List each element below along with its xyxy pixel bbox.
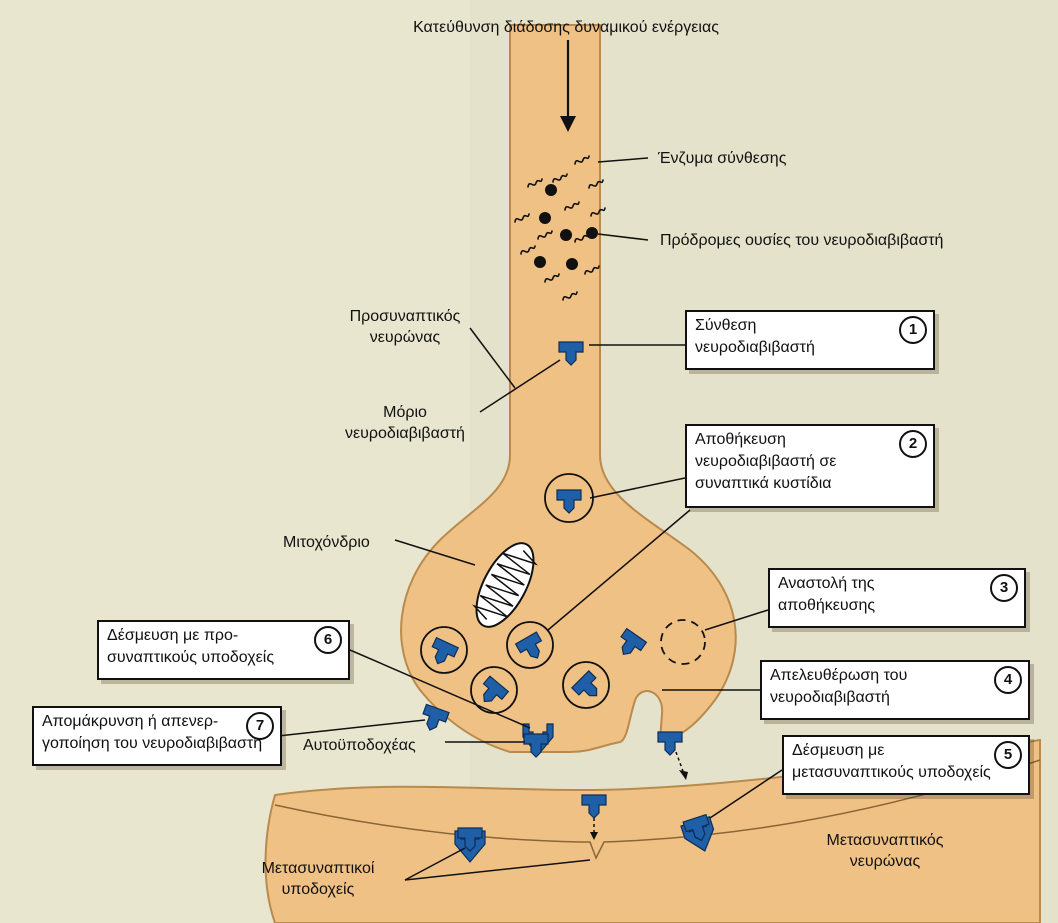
precursor-label: Πρόδρομες ουσίες του νευροδιαβιβαστή [660, 230, 943, 251]
step-4-line2: νευροδιαβιβαστή [770, 687, 1020, 709]
step-1-line2: νευροδιαβιβαστή [695, 337, 925, 359]
presynaptic-neuron-label: Προσυναπτικός νευρώνας [320, 306, 490, 348]
postsynaptic-neuron-label: Μετασυναπτικός νευρώνας [800, 830, 970, 872]
precursor-dot [566, 258, 578, 270]
step-6-line1: Δέσμευση με προ- [107, 625, 340, 647]
postsynaptic-label-line2: νευρώνας [800, 851, 970, 872]
molecule-label-line2: νευροδιαβιβαστή [330, 423, 480, 444]
step-3-line2: αποθήκευσης [778, 595, 1016, 617]
postsyn-receptors-line1: Μετασυναπτικοί [238, 858, 398, 879]
presynaptic-label-line1: Προσυναπτικός [320, 306, 490, 327]
step-2-line1: Αποθήκευση [695, 429, 925, 451]
step-7-box: Απομάκρυνση ή απενερ- γοποίηση του νευρο… [32, 706, 282, 766]
presynaptic-label-line2: νευρώνας [320, 327, 490, 348]
step-6-line2: συναπτικούς υποδοχείς [107, 647, 340, 669]
step-1-number: 1 [899, 316, 927, 344]
step-2-number: 2 [899, 430, 927, 458]
step-2-box: Αποθήκευση νευροδιαβιβαστή σε συναπτικά … [685, 424, 935, 508]
step-3-line1: Αναστολή της [778, 573, 1016, 595]
postsynaptic-label-line1: Μετασυναπτικός [800, 830, 970, 851]
precursor-dot [586, 227, 598, 239]
step-4-line1: Απελευθέρωση του [770, 665, 1020, 687]
step-7-line2: γοποίηση του νευροδιαβιβαστή [42, 733, 272, 755]
precursor-dot [539, 212, 551, 224]
postsynaptic-receptors-label: Μετασυναπτικοί υποδοχείς [238, 858, 398, 900]
step-5-number: 5 [994, 741, 1022, 769]
step-2-line2: νευροδιαβιβαστή σε [695, 451, 925, 473]
step-6-box: Δέσμευση με προ- συναπτικούς υποδοχείς 6 [97, 620, 350, 680]
precursor-dot [560, 229, 572, 241]
precursor-dot [545, 184, 557, 196]
molecule-label: Μόριο νευροδιαβιβαστή [330, 402, 480, 444]
step-1-box: Σύνθεση νευροδιαβιβαστή 1 [685, 310, 935, 370]
molecule-label-line1: Μόριο [330, 402, 480, 423]
step-7-line1: Απομάκρυνση ή απενερ- [42, 711, 272, 733]
enzyme-label: Ένζυμα σύνθεσης [658, 148, 786, 169]
step-3-box: Αναστολή της αποθήκευσης 3 [768, 568, 1026, 628]
step-2-line3: συναπτικά κυστίδια [695, 473, 925, 495]
diagram-title: Κατεύθυνση διάδοσης δυναμικού ενέργειας [356, 17, 776, 38]
mitochondrion-label: Μιτοχόνδριο [283, 532, 370, 553]
step-5-line1: Δέσμευση με [792, 740, 1020, 762]
step-6-number: 6 [314, 626, 342, 654]
step-5-box: Δέσμευση με μετασυναπτικούς υποδοχείς 5 [782, 735, 1030, 795]
step-4-box: Απελευθέρωση του νευροδιαβιβαστή 4 [760, 660, 1030, 720]
step-1-line1: Σύνθεση [695, 315, 925, 337]
precursor-dot [534, 256, 546, 268]
autoreceptor-label: Αυτοϋποδοχέας [303, 735, 416, 756]
postsyn-receptors-line2: υποδοχείς [238, 879, 398, 900]
step-5-line2: μετασυναπτικούς υποδοχείς [792, 762, 1020, 784]
step-7-number: 7 [246, 712, 274, 740]
step-4-number: 4 [994, 666, 1022, 694]
step-3-number: 3 [990, 574, 1018, 602]
